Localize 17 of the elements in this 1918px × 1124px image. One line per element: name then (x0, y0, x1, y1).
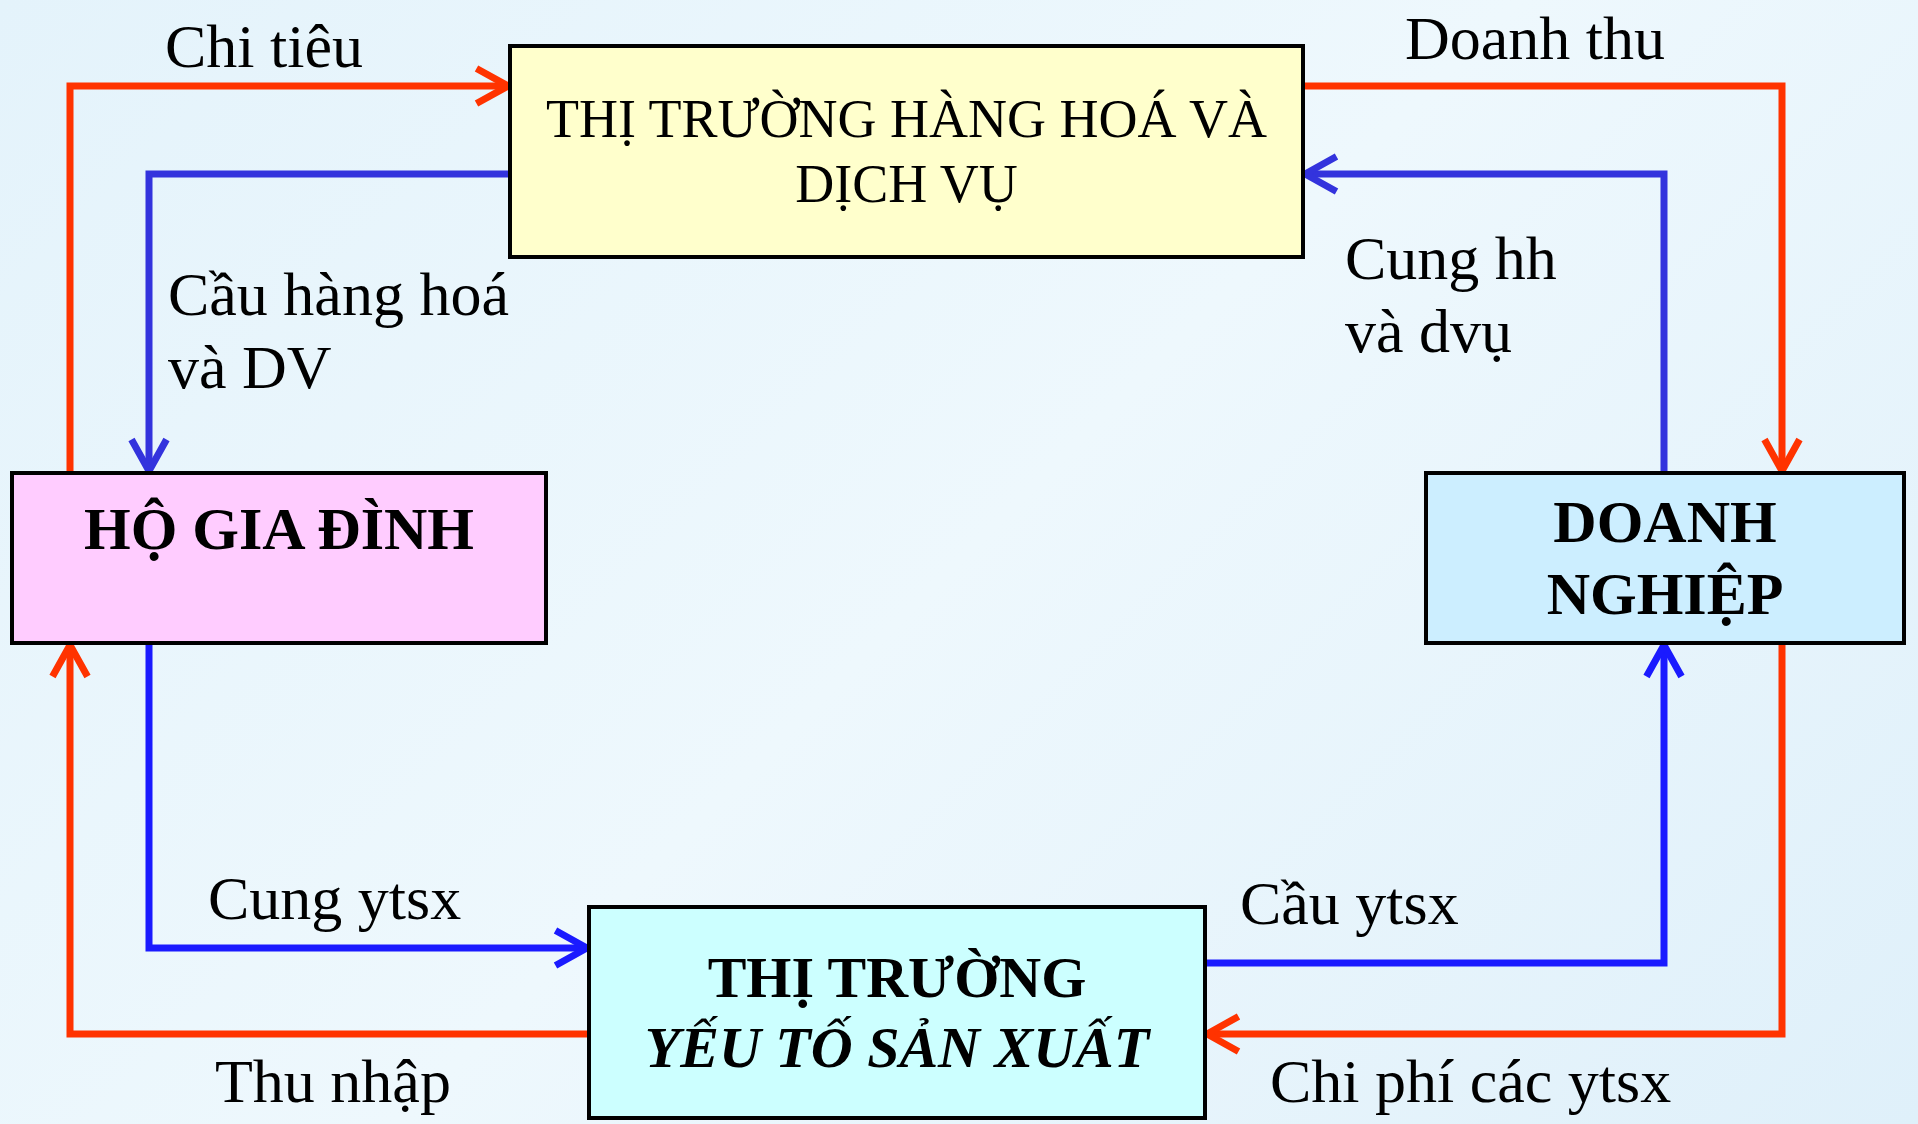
box-label: THỊ TRƯỜNG HÀNG HOÁ VÀ DỊCH VỤ (545, 87, 1268, 216)
edge-label: Chi phí các ytsx (1270, 1046, 1673, 1117)
edge-label: Chi tiêu (165, 11, 365, 82)
edge-label: Cầu hàng hoá và DV (168, 259, 510, 404)
process-box (10, 471, 548, 645)
box-label: HỘ GIA ĐÌNH (83, 495, 475, 564)
edge-label: Cung hh và dvụ (1345, 223, 1558, 368)
box-label: THỊ TRƯỜNG (707, 943, 1087, 1012)
process-box (508, 44, 1305, 259)
edge-label: Thu nhập (215, 1046, 452, 1117)
process-box (1424, 471, 1906, 645)
process-box (587, 905, 1207, 1120)
edge-label: Cầu ytsx (1240, 868, 1460, 939)
edge-label: Cung ytsx (208, 863, 463, 934)
box-label: YẾU TỐ SẢN XUẤT (644, 1013, 1150, 1082)
box-label: DOANH NGHIỆP (1545, 488, 1785, 629)
edge-label: Doanh thu (1405, 3, 1667, 74)
